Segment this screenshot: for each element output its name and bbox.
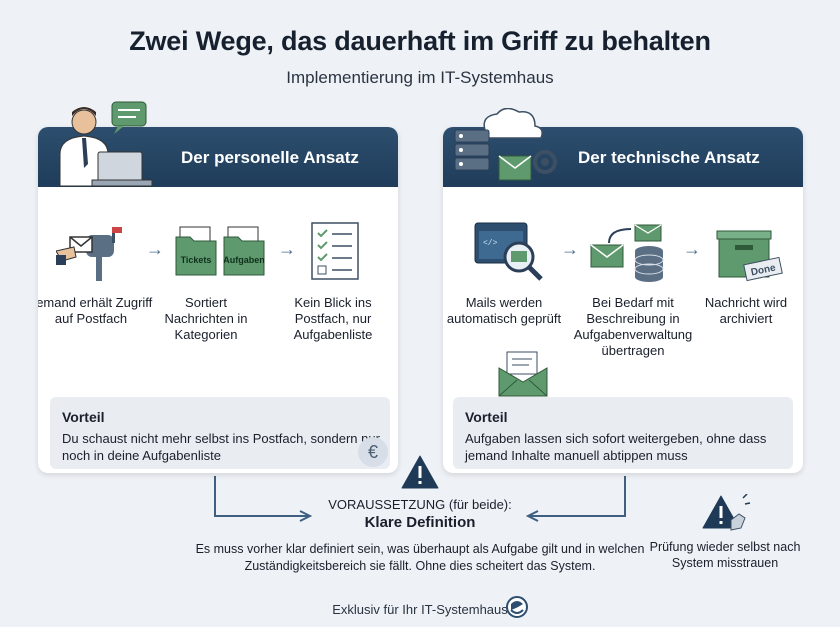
step-label: Mails werden automatisch geprüft bbox=[446, 295, 562, 326]
checklist-icon bbox=[311, 222, 359, 280]
svg-text:Tickets: Tickets bbox=[181, 255, 212, 265]
page-title: Zwei Wege, das dauerhaft im Griff zu beh… bbox=[129, 26, 711, 56]
svg-text:</>: </> bbox=[483, 239, 498, 248]
card-title: Der personelle Ansatz bbox=[181, 148, 359, 167]
mail-to-database-icon bbox=[590, 224, 664, 282]
footer-text: Exklusiv für Ihr IT-Systemhaus bbox=[332, 602, 508, 617]
arrow-icon: → bbox=[278, 239, 296, 259]
advantage-box: Vorteil Aufgaben lassen sich sofort weit… bbox=[453, 397, 793, 469]
svg-text:Aufgaben: Aufgaben bbox=[223, 255, 265, 265]
envelope-icon bbox=[498, 351, 548, 397]
arrow-icon: → bbox=[561, 239, 579, 259]
requirement-title: Klare Definition bbox=[364, 514, 476, 531]
mail-scan-icon: </> bbox=[474, 222, 543, 281]
card-title: Der technische Ansatz bbox=[578, 148, 760, 167]
warning-icon bbox=[401, 455, 439, 489]
server-cloud-icon bbox=[454, 108, 557, 181]
advantage-text: Aufgaben lassen sich sofort weitergeben,… bbox=[465, 431, 767, 463]
svg-text:Done: Done bbox=[750, 262, 777, 278]
archive-box-icon: Done bbox=[716, 230, 783, 282]
euro-icon: € bbox=[358, 437, 388, 467]
step-label: Sortiert Nachrichten in Kategorien bbox=[164, 295, 248, 342]
person-at-laptop-icon bbox=[59, 101, 153, 187]
arrow-icon: → bbox=[146, 239, 164, 259]
mailbox-icon bbox=[56, 227, 122, 281]
step-label: Nachricht wird archiviert bbox=[704, 295, 788, 326]
requirement-text: Es muss vorher klar definiert sein, was … bbox=[195, 542, 645, 573]
arrow-icon: → bbox=[683, 239, 701, 259]
step-label: Bei Bedarf mit Beschreibung in Aufgabenv… bbox=[573, 295, 693, 358]
advantage-box: Vorteil Du schaust nicht mehr selbst ins… bbox=[50, 397, 390, 469]
requirement-label: VORAUSSETZUNG (für beide): bbox=[328, 497, 512, 512]
warning-hand-icon bbox=[702, 494, 751, 531]
advantage-title: Vorteil bbox=[465, 409, 508, 425]
company-logo-icon bbox=[506, 596, 528, 618]
step-label: Kein Blick ins Postfach, nur Aufgabenlis… bbox=[293, 295, 373, 342]
advantage-text: Du schaust nicht mehr selbst ins Postfac… bbox=[62, 431, 380, 463]
step-label: Jemand erhält Zugriff auf Postfach bbox=[38, 295, 153, 326]
folders-icon: Tickets Aufgaben bbox=[175, 226, 265, 276]
page-subtitle: Implementierung im IT-Systemhaus bbox=[286, 68, 554, 87]
side-note: Prüfung wieder selbst nach System misstr… bbox=[649, 540, 801, 570]
advantage-title: Vorteil bbox=[62, 409, 105, 425]
